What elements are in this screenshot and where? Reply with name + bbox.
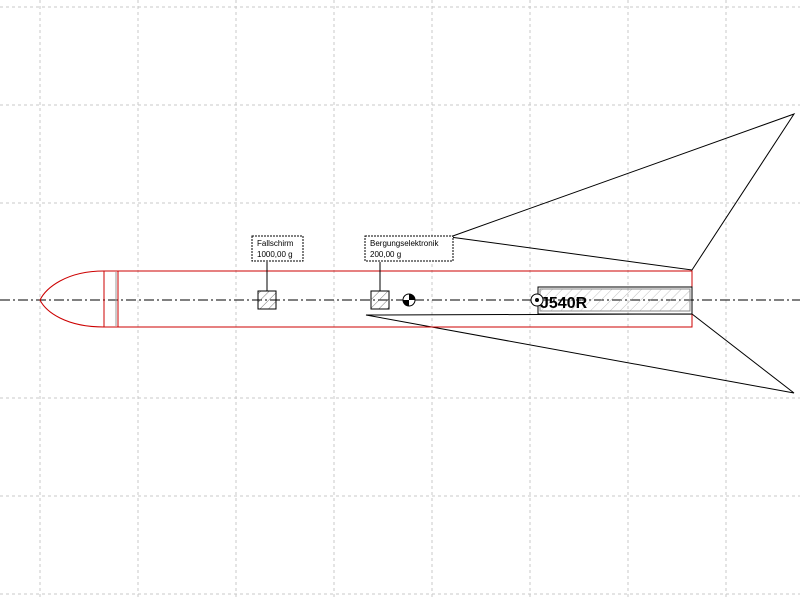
electronics-name: Bergungselektronik [370,239,439,248]
parachute-mass: 1000,00 g [257,250,293,259]
parachute-mass-symbol [257,290,277,310]
electronics-label-box [364,235,454,262]
electronics-mass-symbol [370,290,390,310]
parachute-label-box [251,235,304,262]
electronics-mass: 200,00 g [370,250,401,259]
center-of-pressure-icon [530,293,544,307]
nose-cone [39,270,105,328]
parachute-name: Fallschirm [257,239,294,248]
motor-designation: J540R [540,295,588,312]
center-of-gravity-icon [402,293,416,307]
fin-upper [449,113,796,271]
fin-lower [365,313,795,394]
